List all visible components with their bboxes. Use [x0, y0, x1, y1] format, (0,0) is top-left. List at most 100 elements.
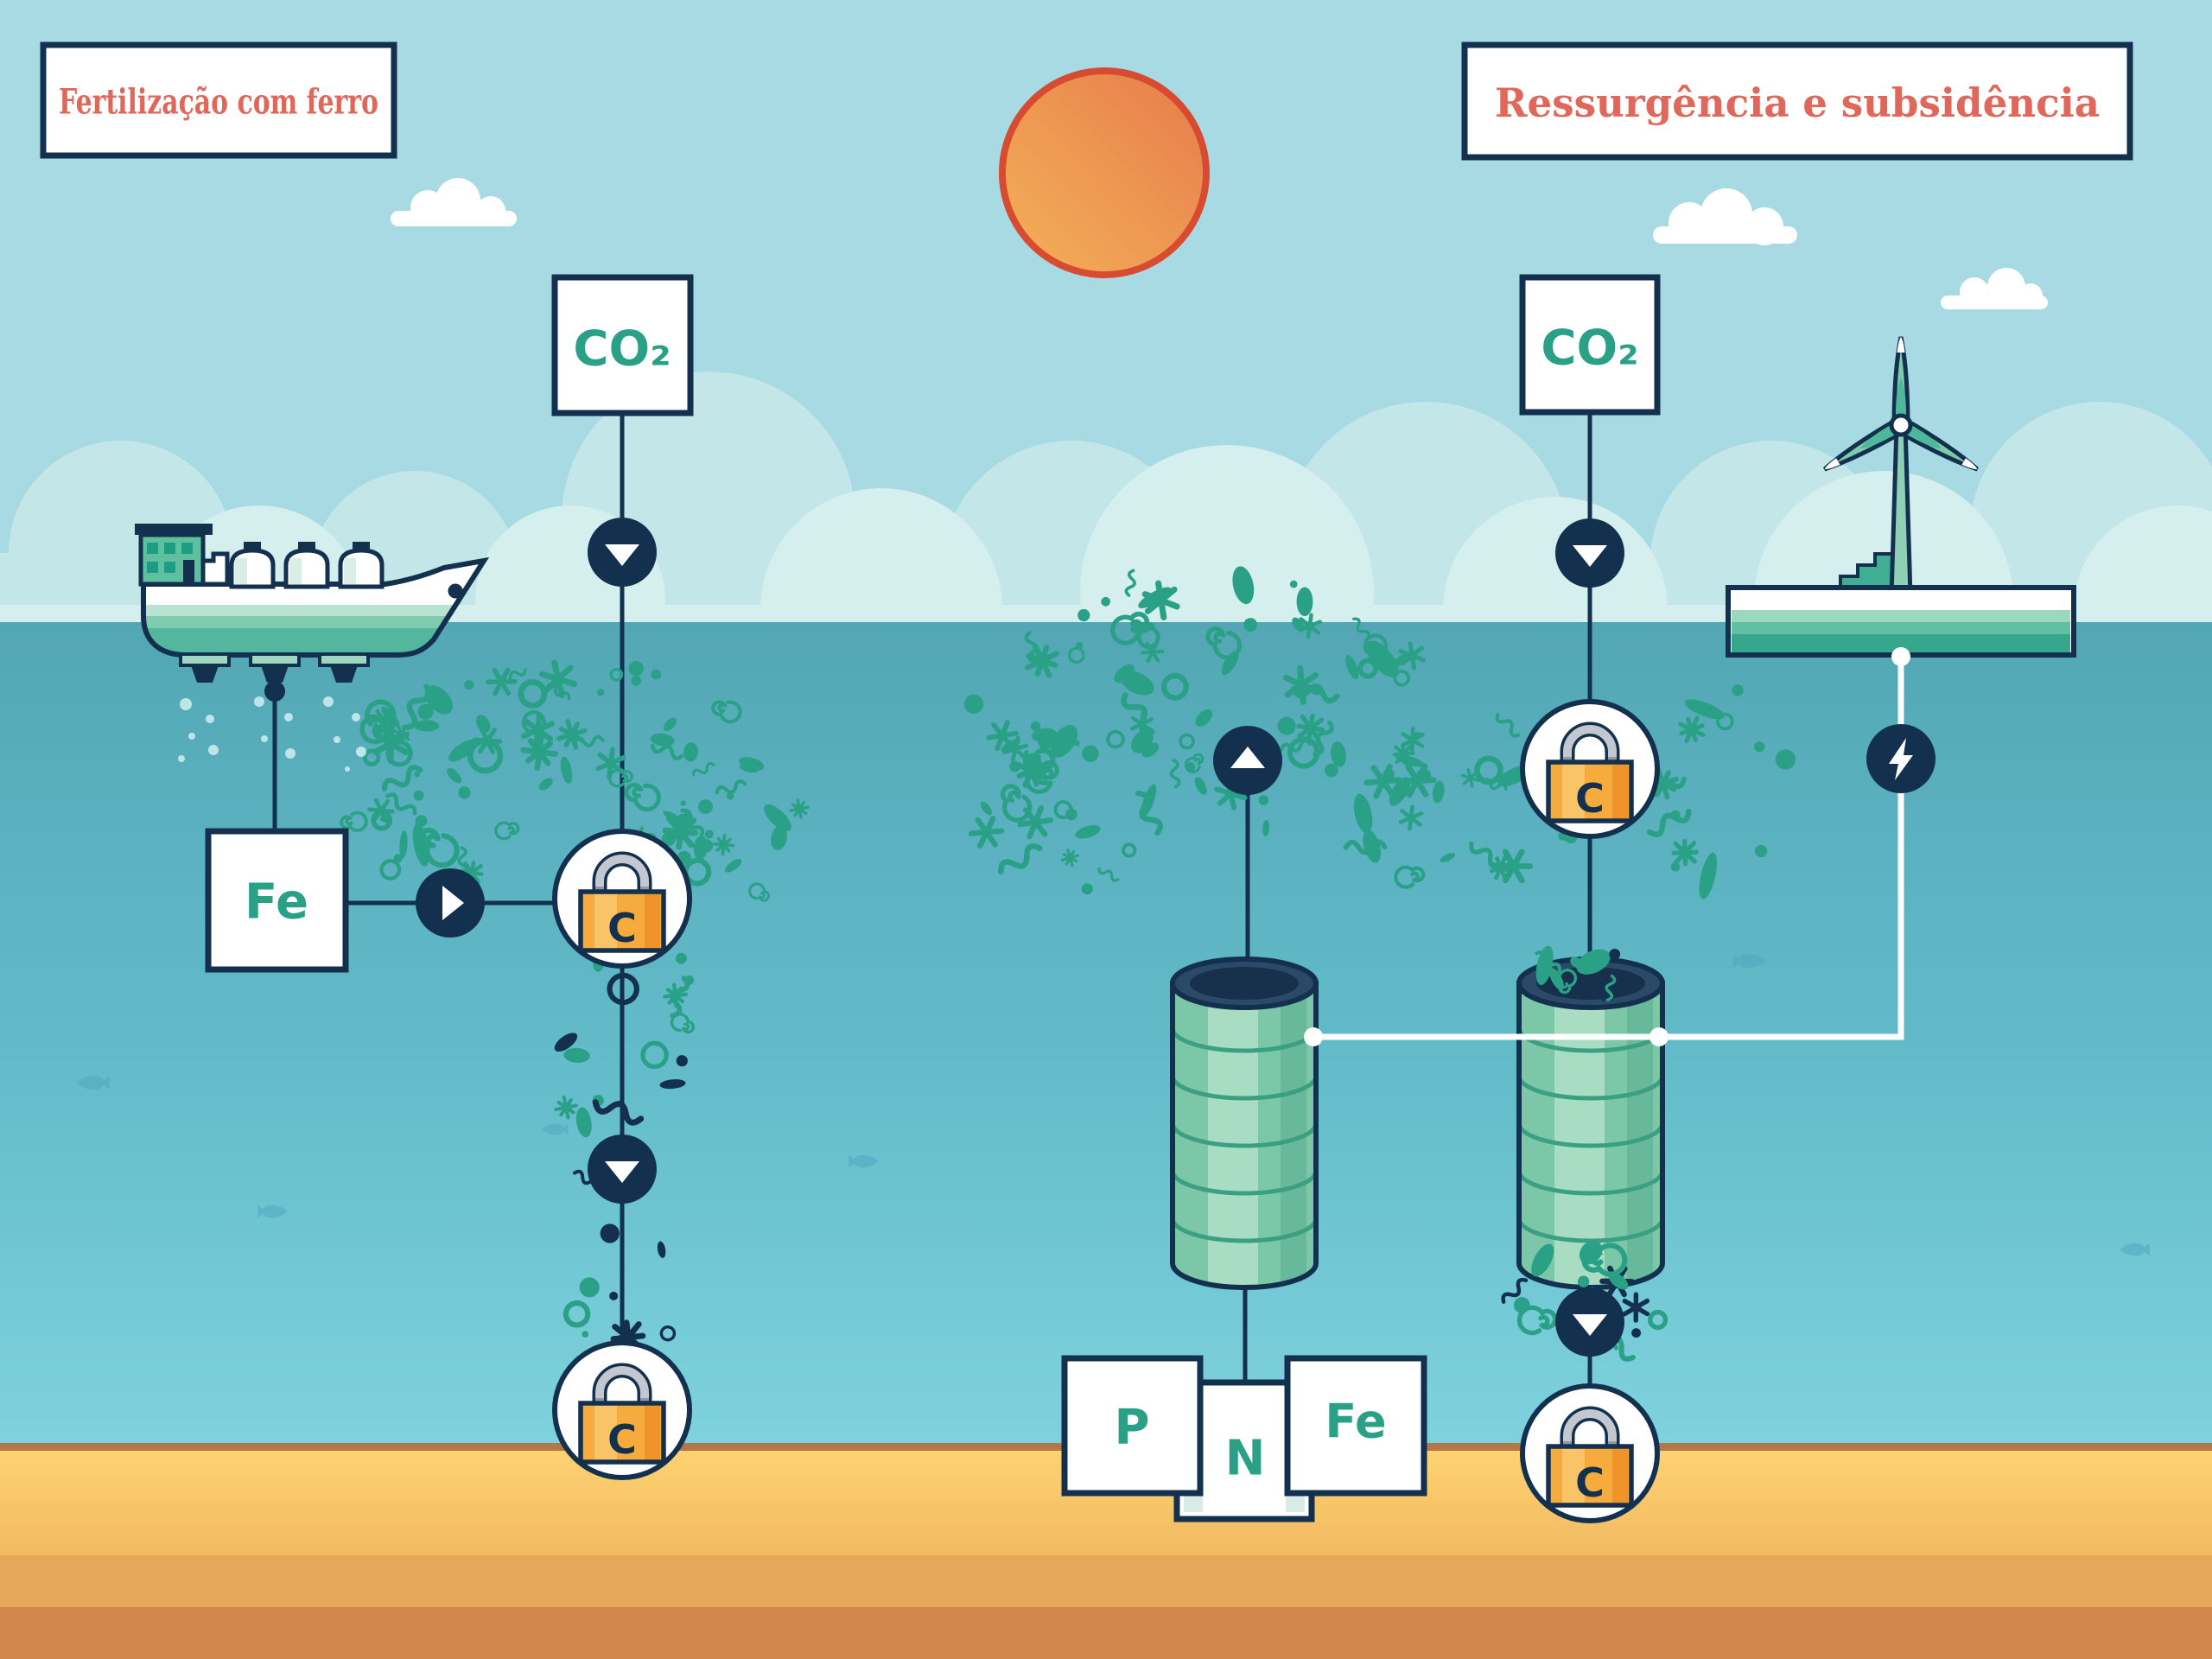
plankton-particle: [1075, 824, 1101, 839]
plankton-particle: [1397, 763, 1437, 798]
wind-platform: [1726, 336, 2076, 666]
play-arrow-icon: [416, 868, 485, 938]
plankton-particle: [997, 843, 1043, 875]
plankton-particle: [1074, 740, 1080, 747]
plankton-particle: [381, 765, 423, 792]
plankton-particle: [399, 830, 408, 859]
plankton-particle: [1440, 853, 1456, 862]
plankton-particle: [1277, 716, 1296, 735]
fe-box-left: [205, 828, 349, 973]
phosphorus-box: [1061, 1355, 1204, 1497]
plankton-particle: [1138, 587, 1172, 608]
plankton-particle: [980, 801, 992, 816]
plankton-particle: [1109, 611, 1150, 645]
plankton-particle: [1031, 747, 1056, 772]
plankton-particle: [458, 786, 471, 799]
plankton-particle: [1185, 761, 1196, 772]
plankton-particle: [1400, 727, 1425, 753]
plankton-particle: [476, 715, 491, 734]
small-cloud-icon: [1941, 268, 2048, 309]
plankton-particle: [1646, 767, 1680, 800]
power-node: [1304, 1027, 1323, 1046]
plankton-particle: [554, 1095, 578, 1120]
plankton-particle: [1394, 865, 1426, 889]
iron-ship: [135, 524, 490, 772]
plankton-particle: [1038, 734, 1054, 750]
plankton-particle: [1000, 784, 1033, 823]
plankton-particle: [416, 827, 460, 868]
plankton-particle: [1363, 830, 1382, 863]
carbon-lock-icon: C: [555, 1343, 690, 1478]
label-boxes: CO₂ Fe CO₂ N P Fe: [205, 274, 1661, 1522]
up-arrow-icon: [1213, 726, 1282, 795]
title-box-right: [1461, 41, 2133, 161]
plankton-particle: [727, 792, 734, 800]
plankton-particle: [538, 659, 578, 699]
plankton-particle: [676, 1055, 688, 1067]
sprayer: [318, 652, 370, 683]
plankton-particle: [748, 882, 770, 902]
plankton-particle: [1389, 777, 1411, 806]
plankton-particle: [340, 810, 368, 832]
down-arrow-icon: [588, 1135, 657, 1204]
plankton-particle: [1670, 810, 1681, 821]
plankton-particle: [579, 1277, 600, 1298]
plankton-particle: [447, 767, 462, 784]
plankton-particle: [1608, 1272, 1629, 1290]
plankton-particle: [1025, 643, 1059, 678]
plankton-particle: [1060, 849, 1080, 868]
plankton-particle: [1232, 566, 1255, 605]
plankton-particle: [1296, 714, 1325, 742]
plankton-particle: [609, 667, 624, 682]
plankton-particle: [1297, 613, 1322, 639]
plankton-particle: [624, 782, 661, 812]
cabin-door: [183, 560, 194, 584]
upwelling-pipe: [1173, 957, 1316, 1303]
plankton-particle: [1581, 1243, 1628, 1277]
small-cloud-icon: [1653, 188, 1797, 245]
carbon-letter: C: [1575, 775, 1605, 822]
plankton-particle: [1609, 948, 1621, 960]
plankton-particle: [1605, 974, 1617, 1001]
plankton-particle: [1296, 587, 1313, 617]
iron-tanks: [229, 542, 385, 589]
plankton-particle: [563, 1047, 590, 1063]
plankton-particle: [379, 859, 402, 880]
plankton-particle: [659, 1079, 686, 1090]
plankton-particle: [1106, 729, 1125, 749]
plankton-particle: [1474, 755, 1503, 785]
plankton-particle: [963, 694, 984, 714]
plankton-particle: [1670, 861, 1681, 872]
plankton-particle: [1395, 754, 1425, 767]
cabin-roof: [135, 524, 213, 535]
iron-sprayers: [179, 652, 370, 683]
plankton-particle: [518, 678, 548, 709]
tank: [283, 542, 330, 589]
plankton-particle: [1501, 1277, 1529, 1304]
seafloor: [0, 1443, 2212, 1659]
plankton-particle: [698, 799, 713, 815]
plankton-particle: [607, 972, 639, 1006]
fe-box-right: [1284, 1355, 1427, 1497]
plankton-particle: [1393, 653, 1410, 667]
plankton-particle: [691, 761, 715, 777]
co2-label-left: CO₂: [573, 321, 671, 378]
plankton-particle: [610, 1319, 646, 1356]
plankton-particle: [1382, 768, 1395, 780]
plankton-particle: [1570, 957, 1584, 969]
plankton-particle: [1243, 618, 1257, 632]
plankton-particle: [1577, 1275, 1590, 1287]
plankton-particle: [704, 830, 714, 839]
plankton-particle: [680, 800, 686, 806]
plankton-particle: [1077, 608, 1090, 622]
sprayer: [179, 652, 231, 683]
plankton-particle: [457, 846, 468, 875]
phosphorus-label: P: [1114, 1400, 1149, 1456]
plankton-particle: [596, 689, 605, 696]
bridge-wing: [200, 551, 230, 587]
plankton-particle: [1140, 641, 1165, 664]
ocean: [0, 622, 2212, 1443]
titles: Fertilização com ferro Ressurgência e su…: [40, 41, 2133, 161]
plankton-particle: [520, 733, 558, 772]
